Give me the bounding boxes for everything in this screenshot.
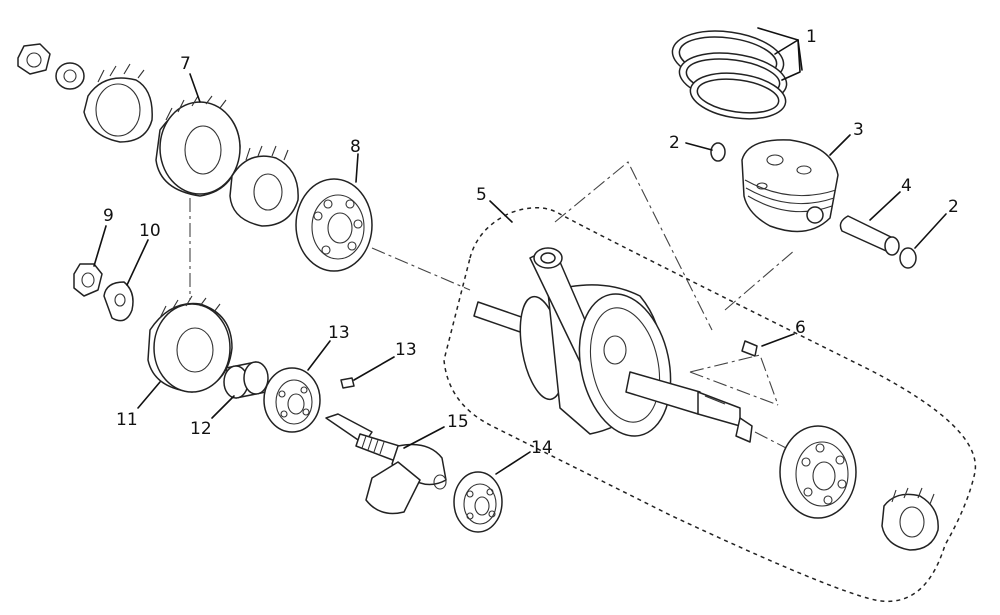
callout-10: 10 bbox=[139, 221, 161, 241]
crankshaft-assembly-boundary bbox=[443, 207, 977, 602]
callout-5: 5 bbox=[476, 185, 487, 205]
callout-3: 3 bbox=[853, 120, 864, 140]
piston-rings bbox=[671, 30, 788, 120]
drive-gear-hub bbox=[83, 63, 153, 143]
hex-nut bbox=[73, 263, 103, 297]
callout-8: 8 bbox=[350, 137, 361, 157]
callout-14: 13 bbox=[395, 340, 417, 360]
callout-12: 12 bbox=[190, 419, 212, 439]
callout-1: 1 bbox=[806, 27, 817, 47]
balancer-bearing-upper bbox=[263, 367, 321, 433]
main-bearing-left bbox=[295, 178, 373, 272]
callout-6: 6 bbox=[795, 318, 806, 338]
balancer-shaft bbox=[325, 413, 447, 515]
primary-drive-gear bbox=[155, 95, 241, 197]
callout-7: 7 bbox=[180, 54, 191, 74]
balancer-key bbox=[340, 377, 355, 389]
balancer-bearing-lower bbox=[453, 471, 503, 533]
lock-washer bbox=[103, 281, 134, 322]
callout-4: 4 bbox=[901, 176, 912, 196]
assembly-center-lines bbox=[189, 161, 796, 451]
callout-2-left: 2 bbox=[669, 133, 680, 153]
callout-2-right: 2 bbox=[948, 197, 959, 217]
crank-timing-sprocket bbox=[881, 487, 939, 551]
spacer-collar bbox=[223, 361, 269, 399]
callout-9: 9 bbox=[103, 206, 114, 226]
hex-nut-top bbox=[17, 43, 51, 75]
main-bearing-right bbox=[779, 425, 857, 519]
leader-lines bbox=[93, 27, 947, 475]
piston bbox=[741, 139, 839, 233]
woodruff-key bbox=[741, 340, 758, 357]
callout-15: 15 bbox=[447, 412, 469, 432]
piston-pin-clip-left bbox=[710, 142, 726, 162]
callout-13-upper: 13 bbox=[328, 323, 350, 343]
callout-13-lower: 14 bbox=[531, 438, 553, 458]
callout-labels: 1 2 2 3 4 5 6 7 8 9 10 11 12 13 13 15 14 bbox=[103, 27, 959, 458]
callout-11: 11 bbox=[116, 410, 138, 430]
crankshaft bbox=[473, 247, 753, 443]
piston-pin-clip-right bbox=[899, 247, 917, 269]
timing-gear bbox=[229, 145, 299, 227]
flat-washer bbox=[55, 62, 85, 90]
piston-pin bbox=[839, 215, 900, 256]
balancer-driven-gear bbox=[147, 295, 233, 393]
